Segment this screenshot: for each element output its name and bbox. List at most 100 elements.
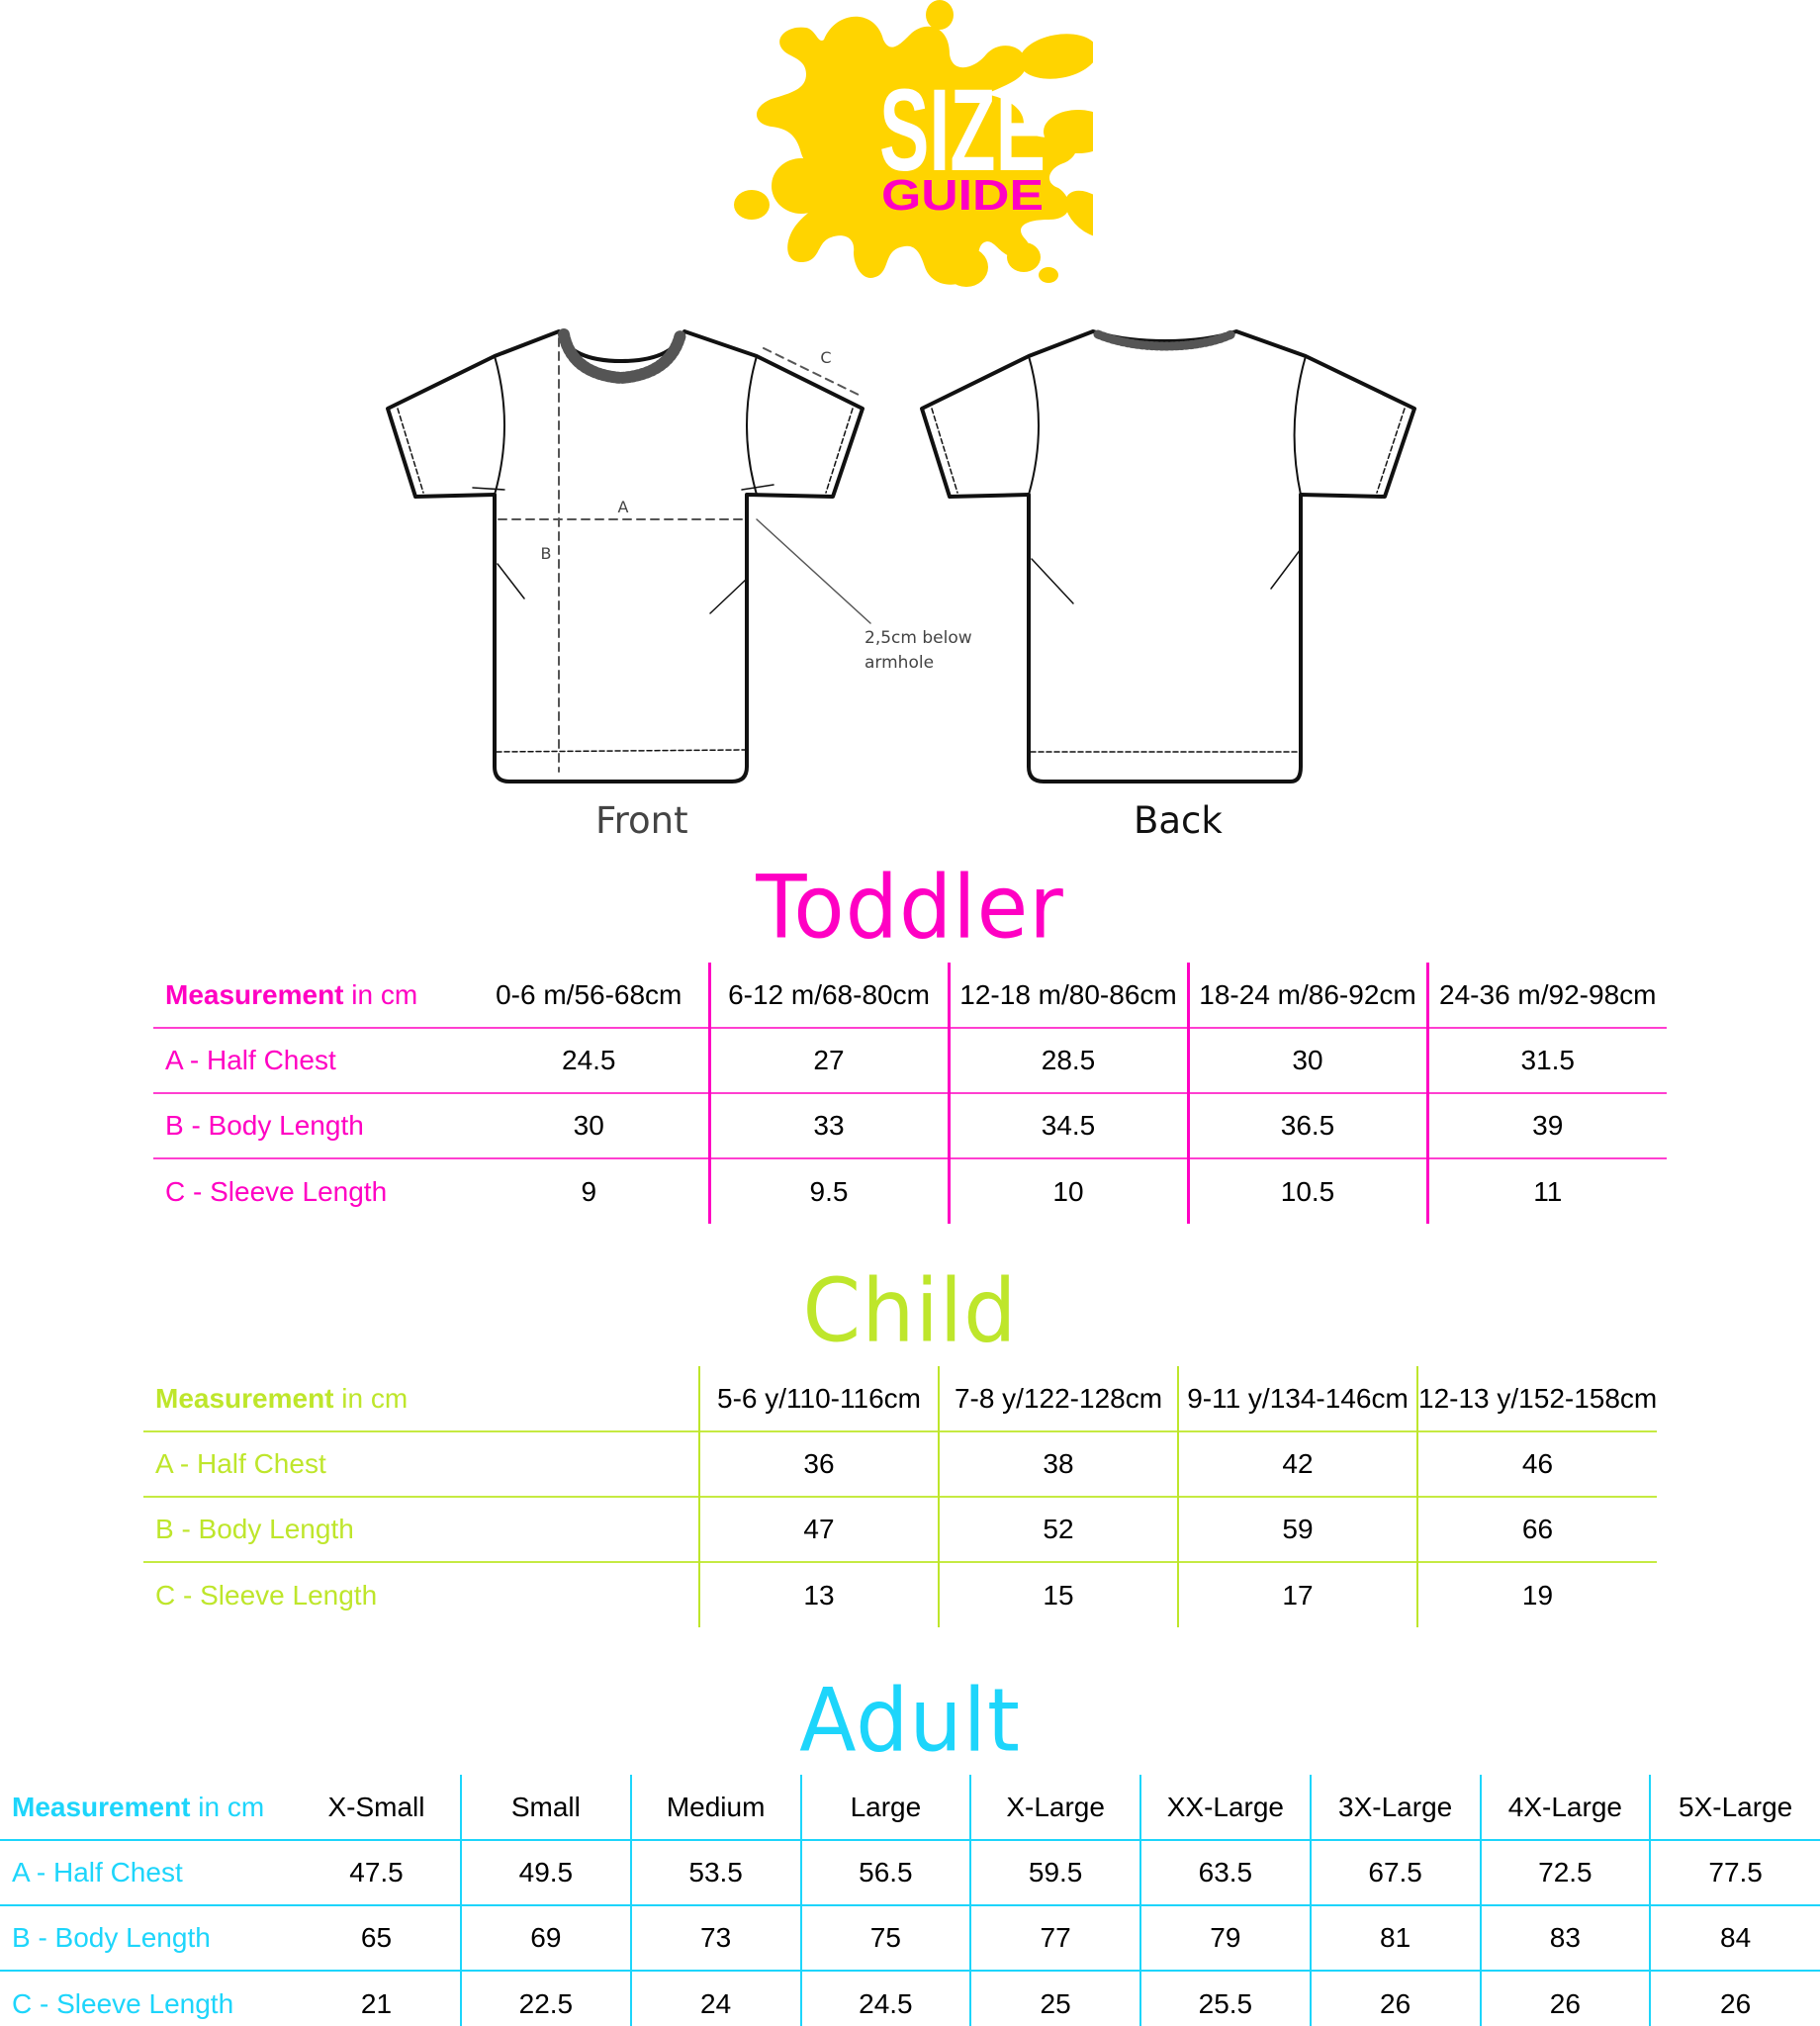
table-cell: 17 <box>1177 1561 1417 1627</box>
measurement-header: Measurement in cm <box>12 1791 265 1822</box>
table-cell: 63.5 <box>1139 1839 1311 1905</box>
column-header: XX-Large <box>1139 1775 1311 1840</box>
table-cell: 52 <box>938 1496 1178 1562</box>
table-cell: 24.5 <box>799 1970 971 2026</box>
table-cell: 15 <box>938 1561 1178 1627</box>
table-cell: 65 <box>293 1904 461 1971</box>
table-cell: 77.5 <box>1649 1839 1820 1905</box>
column-header: 5X-Large <box>1649 1775 1820 1840</box>
marker-b-label: B <box>541 544 552 563</box>
table-cell: 56.5 <box>799 1839 971 1905</box>
table-cell: 10.5 <box>1186 1157 1427 1224</box>
table-cell: 83 <box>1479 1904 1651 1971</box>
row-label: B - Body Length <box>0 1904 293 1971</box>
table-cell: 38 <box>938 1430 1178 1497</box>
table-row: A - Half Chest 24.5 27 28.5 30 31.5 <box>153 1027 1667 1093</box>
table-cell: 73 <box>629 1904 801 1971</box>
table-cell: 25 <box>969 1970 1140 2026</box>
tshirt-diagrams: A B C 2,5cm below armhole <box>376 317 1444 791</box>
logo-guide-text: GUIDE <box>881 171 1044 220</box>
adult-size-table: Measurement in cm X-Small Small Medium L… <box>0 1775 1820 2026</box>
table-cell: 42 <box>1177 1430 1417 1497</box>
child-title: Child <box>802 1259 1018 1362</box>
back-view-label: Back <box>1134 799 1223 842</box>
column-header: Small <box>460 1775 631 1840</box>
table-cell: 22.5 <box>460 1970 631 2026</box>
table-cell: 84 <box>1649 1904 1820 1971</box>
table-cell: 72.5 <box>1479 1839 1651 1905</box>
table-row: C - Sleeve Length 9 9.5 10 10.5 11 <box>153 1157 1667 1224</box>
column-header: 7-8 y/122-128cm <box>938 1366 1178 1431</box>
table-cell: 13 <box>698 1561 939 1627</box>
marker-c-label: C <box>820 348 831 367</box>
paint-splash-icon: SIZE GUIDE <box>734 0 1117 287</box>
toddler-size-table: Measurement in cm 0-6 m/56-68cm 6-12 m/6… <box>153 963 1667 1224</box>
table-cell: 24 <box>629 1970 801 2026</box>
column-header: 24-36 m/92-98cm <box>1425 963 1667 1028</box>
table-cell: 26 <box>1309 1970 1481 2026</box>
table-cell: 46 <box>1416 1430 1657 1497</box>
armhole-note-line1: 2,5cm below <box>864 628 972 648</box>
table-header-row: Measurement in cm 5-6 y/110-116cm 7-8 y/… <box>143 1366 1657 1431</box>
table-cell: 34.5 <box>947 1092 1188 1158</box>
armhole-note-line2: armhole <box>864 653 934 673</box>
row-label: C - Sleeve Length <box>0 1970 293 2026</box>
column-header: Medium <box>629 1775 801 1840</box>
column-header: 12-18 m/80-86cm <box>947 963 1188 1028</box>
table-row: C - Sleeve Length 13 15 17 19 <box>143 1561 1657 1627</box>
row-label: A - Half Chest <box>0 1839 293 1905</box>
table-cell: 30 <box>1186 1027 1427 1093</box>
table-header-row: Measurement in cm X-Small Small Medium L… <box>0 1775 1820 1840</box>
table-cell: 69 <box>460 1904 631 1971</box>
table-cell: 26 <box>1479 1970 1651 2026</box>
adult-title: Adult <box>799 1669 1021 1772</box>
column-header: 12-13 y/152-158cm <box>1416 1366 1657 1431</box>
table-cell: 10 <box>947 1157 1188 1224</box>
row-label: C - Sleeve Length <box>143 1561 699 1627</box>
measurement-header: Measurement in cm <box>155 1382 409 1414</box>
table-cell: 28.5 <box>947 1027 1188 1093</box>
marker-a-label: A <box>618 498 629 516</box>
table-cell: 11 <box>1425 1157 1667 1224</box>
column-header: Large <box>799 1775 971 1840</box>
column-header: 18-24 m/86-92cm <box>1186 963 1427 1028</box>
toddler-title: Toddler <box>756 856 1064 959</box>
table-cell: 36 <box>698 1430 939 1497</box>
table-cell: 31.5 <box>1425 1027 1667 1093</box>
row-label: B - Body Length <box>153 1092 470 1158</box>
size-guide-logo: SIZE GUIDE <box>727 0 1117 287</box>
table-cell: 67.5 <box>1309 1839 1481 1905</box>
table-cell: 59 <box>1177 1496 1417 1562</box>
column-header: X-Large <box>969 1775 1140 1840</box>
table-cell: 30 <box>470 1092 709 1158</box>
table-header-row: Measurement in cm 0-6 m/56-68cm 6-12 m/6… <box>153 963 1667 1028</box>
table-cell: 24.5 <box>470 1027 709 1093</box>
row-label: B - Body Length <box>143 1496 699 1562</box>
table-cell: 26 <box>1649 1970 1820 2026</box>
back-tshirt-icon <box>920 329 1416 783</box>
column-header: 6-12 m/68-80cm <box>707 963 949 1028</box>
table-cell: 47.5 <box>293 1839 461 1905</box>
front-tshirt-icon <box>386 328 871 783</box>
column-header: 9-11 y/134-146cm <box>1177 1366 1417 1431</box>
table-row: A - Half Chest 36 38 42 46 <box>143 1430 1657 1497</box>
table-row: B - Body Length 30 33 34.5 36.5 39 <box>153 1092 1667 1158</box>
table-cell: 75 <box>799 1904 971 1971</box>
child-size-table: Measurement in cm 5-6 y/110-116cm 7-8 y/… <box>143 1366 1657 1627</box>
table-cell: 25.5 <box>1139 1970 1311 2026</box>
measurement-header: Measurement in cm <box>165 978 418 1010</box>
table-cell: 79 <box>1139 1904 1311 1971</box>
table-cell: 49.5 <box>460 1839 631 1905</box>
column-header: 0-6 m/56-68cm <box>496 978 682 1010</box>
table-cell: 59.5 <box>969 1839 1140 1905</box>
table-cell: 9.5 <box>707 1157 949 1224</box>
front-view-label: Front <box>595 799 688 842</box>
table-cell: 21 <box>293 1970 461 2026</box>
table-cell: 47 <box>698 1496 939 1562</box>
table-cell: 77 <box>969 1904 1140 1971</box>
table-cell: 19 <box>1416 1561 1657 1627</box>
table-cell: 36.5 <box>1186 1092 1427 1158</box>
table-row: B - Body Length 47 52 59 66 <box>143 1496 1657 1562</box>
column-header: X-Small <box>327 1791 425 1822</box>
logo-size-text: SIZE <box>879 65 1046 196</box>
